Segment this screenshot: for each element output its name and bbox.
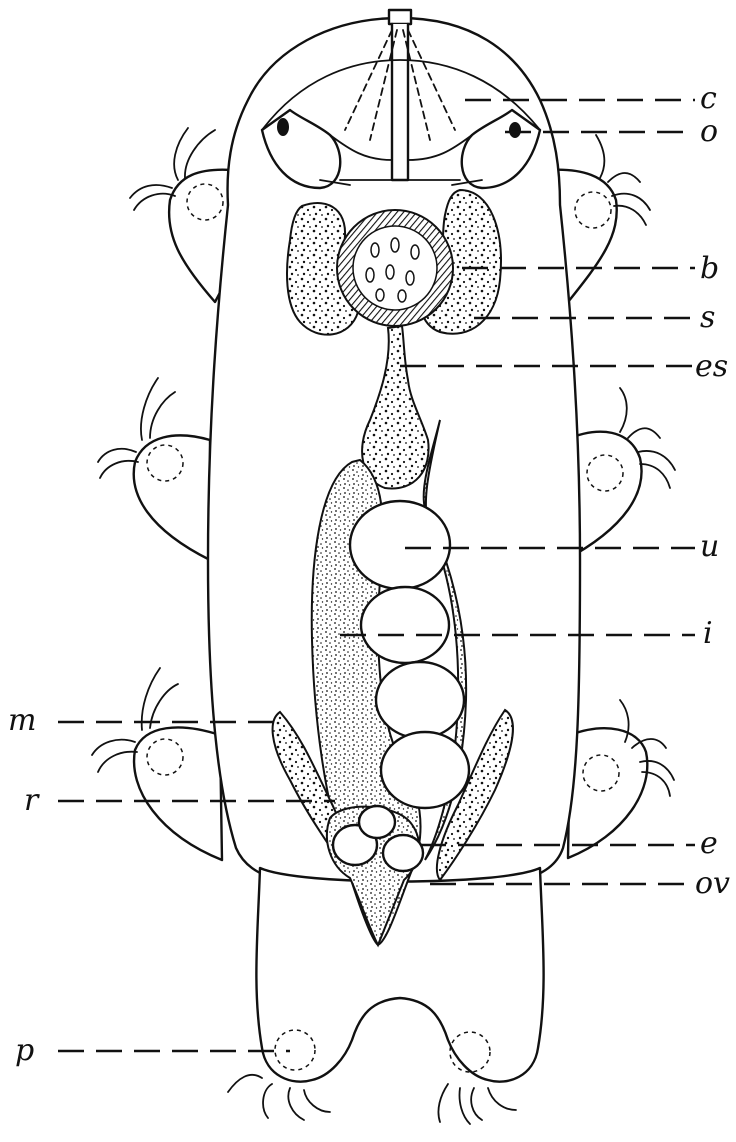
label-ov: ov: [695, 866, 730, 901]
label-m: m: [8, 703, 36, 738]
label-s: s: [700, 300, 715, 335]
label-r: r: [24, 783, 40, 818]
eyespot-right: [509, 122, 521, 138]
label-es: es: [695, 349, 728, 384]
label-u: u: [700, 529, 719, 564]
leg-right-2: [565, 388, 675, 560]
label-c: c: [700, 81, 717, 116]
label-b: b: [700, 251, 719, 286]
pharyngeal-bulb: [337, 210, 453, 326]
label-i: i: [703, 616, 713, 651]
label-e: e: [700, 826, 718, 861]
label-p: p: [15, 1033, 34, 1068]
leg-left-2: [98, 378, 210, 560]
leg-left-3: [92, 668, 222, 860]
eyespot-left: [277, 118, 289, 136]
leg-left-1: [130, 128, 232, 302]
label-o: o: [700, 114, 718, 149]
leg-right-3: [568, 700, 674, 858]
